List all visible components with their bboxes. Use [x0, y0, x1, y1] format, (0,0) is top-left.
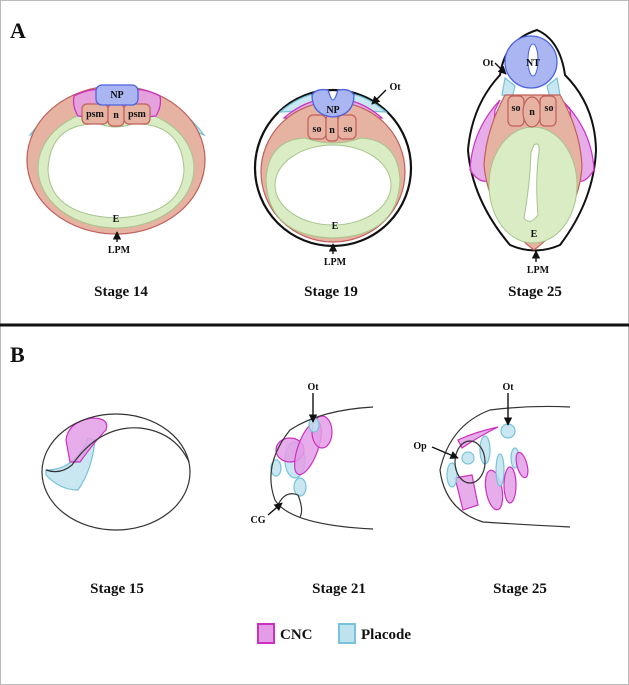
stage-21-embryo: Ot CG Stage 21	[251, 382, 374, 597]
so-left-label: so	[512, 103, 521, 114]
e-label: E	[332, 221, 339, 232]
legend-label-cnc: CNC	[280, 627, 313, 643]
stage-19-section: NP so n so Ot E LPM Stage 19	[253, 82, 413, 300]
lpm-label: LPM	[324, 257, 347, 268]
stage-15-embryo: Stage 15	[41, 413, 191, 597]
op-label: Op	[413, 441, 427, 452]
legend-swatch-cnc	[257, 623, 275, 644]
legend-label-placode: Placode	[361, 627, 411, 643]
np-label: NP	[110, 90, 123, 101]
stage-15-title: Stage 15	[90, 581, 144, 597]
so-right-label: so	[344, 124, 353, 135]
lpm-label: LPM	[527, 265, 550, 276]
ot-label: Ot	[482, 58, 494, 69]
cg-label: CG	[251, 515, 266, 526]
stage-21-title: Stage 21	[312, 581, 366, 597]
stage-14-title: Stage 14	[94, 284, 148, 300]
n-label: n	[529, 107, 535, 118]
stage-19-title: Stage 19	[304, 284, 358, 300]
n-label: n	[329, 125, 335, 136]
so-right-label: so	[545, 103, 554, 114]
panel-a-label: A	[10, 18, 26, 43]
psm-right-label: psm	[128, 109, 146, 120]
stage-25b-title: Stage 25	[493, 581, 547, 597]
ot-label: Ot	[502, 382, 514, 393]
legend: CNC Placode	[257, 623, 411, 644]
e-label: E	[113, 214, 120, 225]
stage-25-section: NT Ot so n so E LPM Stage 25	[466, 28, 598, 300]
e-label: E	[531, 229, 538, 240]
stage-14-section: NP psm n psm E LPM Stage 14	[26, 84, 206, 300]
n-label: n	[113, 110, 119, 121]
stage-25-title: Stage 25	[508, 284, 562, 300]
ot-label: Ot	[307, 382, 319, 393]
legend-swatch-placode	[338, 623, 356, 644]
lpm-label: LPM	[108, 245, 131, 256]
panel-b-label: B	[10, 342, 25, 367]
psm-left-label: psm	[86, 109, 104, 120]
ot-label: Ot	[389, 82, 401, 93]
nt-label: NT	[526, 58, 540, 69]
stage-25-embryo: Ot Op Stage 25	[413, 382, 571, 597]
so-left-label: so	[313, 124, 322, 135]
np-label: NP	[326, 105, 339, 116]
